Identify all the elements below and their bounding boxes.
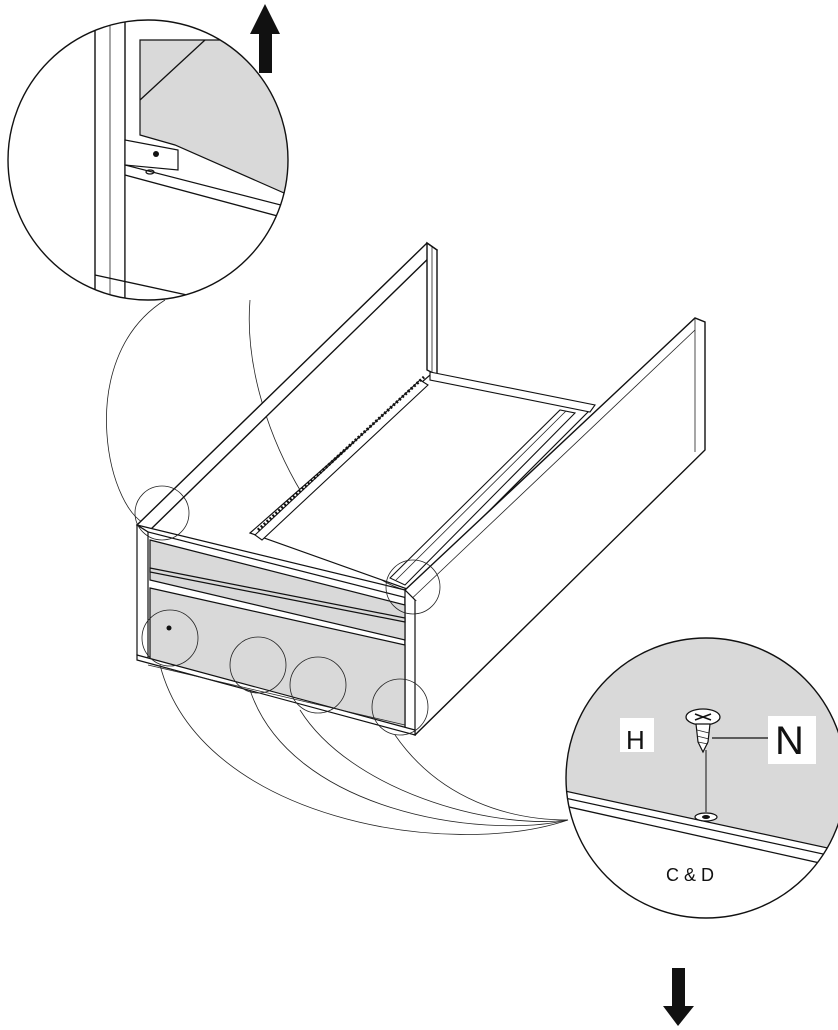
part-label-h: H <box>626 725 645 755</box>
detail-marker-circle <box>229 636 287 694</box>
down-arrow-icon <box>663 968 694 1026</box>
part-label-n: N <box>775 719 804 763</box>
up-arrow-icon <box>250 4 280 73</box>
part-label-cd: C & D <box>666 865 714 885</box>
leader-line <box>394 734 569 821</box>
detail-marker-circle <box>289 656 347 714</box>
leader-line <box>249 689 569 827</box>
detail-circle-bottom <box>565 637 838 919</box>
detail-marker-circle <box>385 559 441 615</box>
detail-marker-circle <box>371 678 429 736</box>
detail-circle-top <box>7 19 289 301</box>
leader-line <box>106 299 166 526</box>
cabinet <box>135 241 706 736</box>
leader-line <box>299 709 569 822</box>
detail-marker-circle <box>141 609 199 667</box>
detail-marker-circle <box>134 485 190 541</box>
leader-line <box>159 664 569 835</box>
screw-icon <box>685 708 721 754</box>
